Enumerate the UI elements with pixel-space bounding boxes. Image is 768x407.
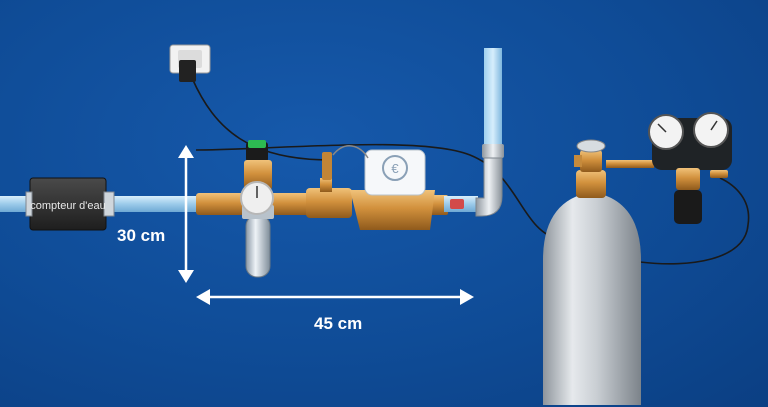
water-meter-icon: € [332,145,435,230]
width-label: 45 cm [314,314,362,333]
riser-pipe [475,48,504,217]
gas-cylinder-icon [543,139,654,405]
filter-gauge-icon [240,140,274,278]
meter-box: compteur d'eau [25,177,115,231]
brass-manifold [196,152,478,218]
inlet-pipe [110,196,202,212]
svg-text:€: € [391,161,399,176]
height-dimension-arrow [178,145,194,283]
height-label: 30 cm [117,226,165,245]
power-adapter-icon [169,44,211,82]
meter-label: compteur d'eau [30,200,105,212]
power-cable [191,77,750,265]
pressure-gauge-icon [648,112,732,224]
width-dimension-arrow [196,289,474,305]
